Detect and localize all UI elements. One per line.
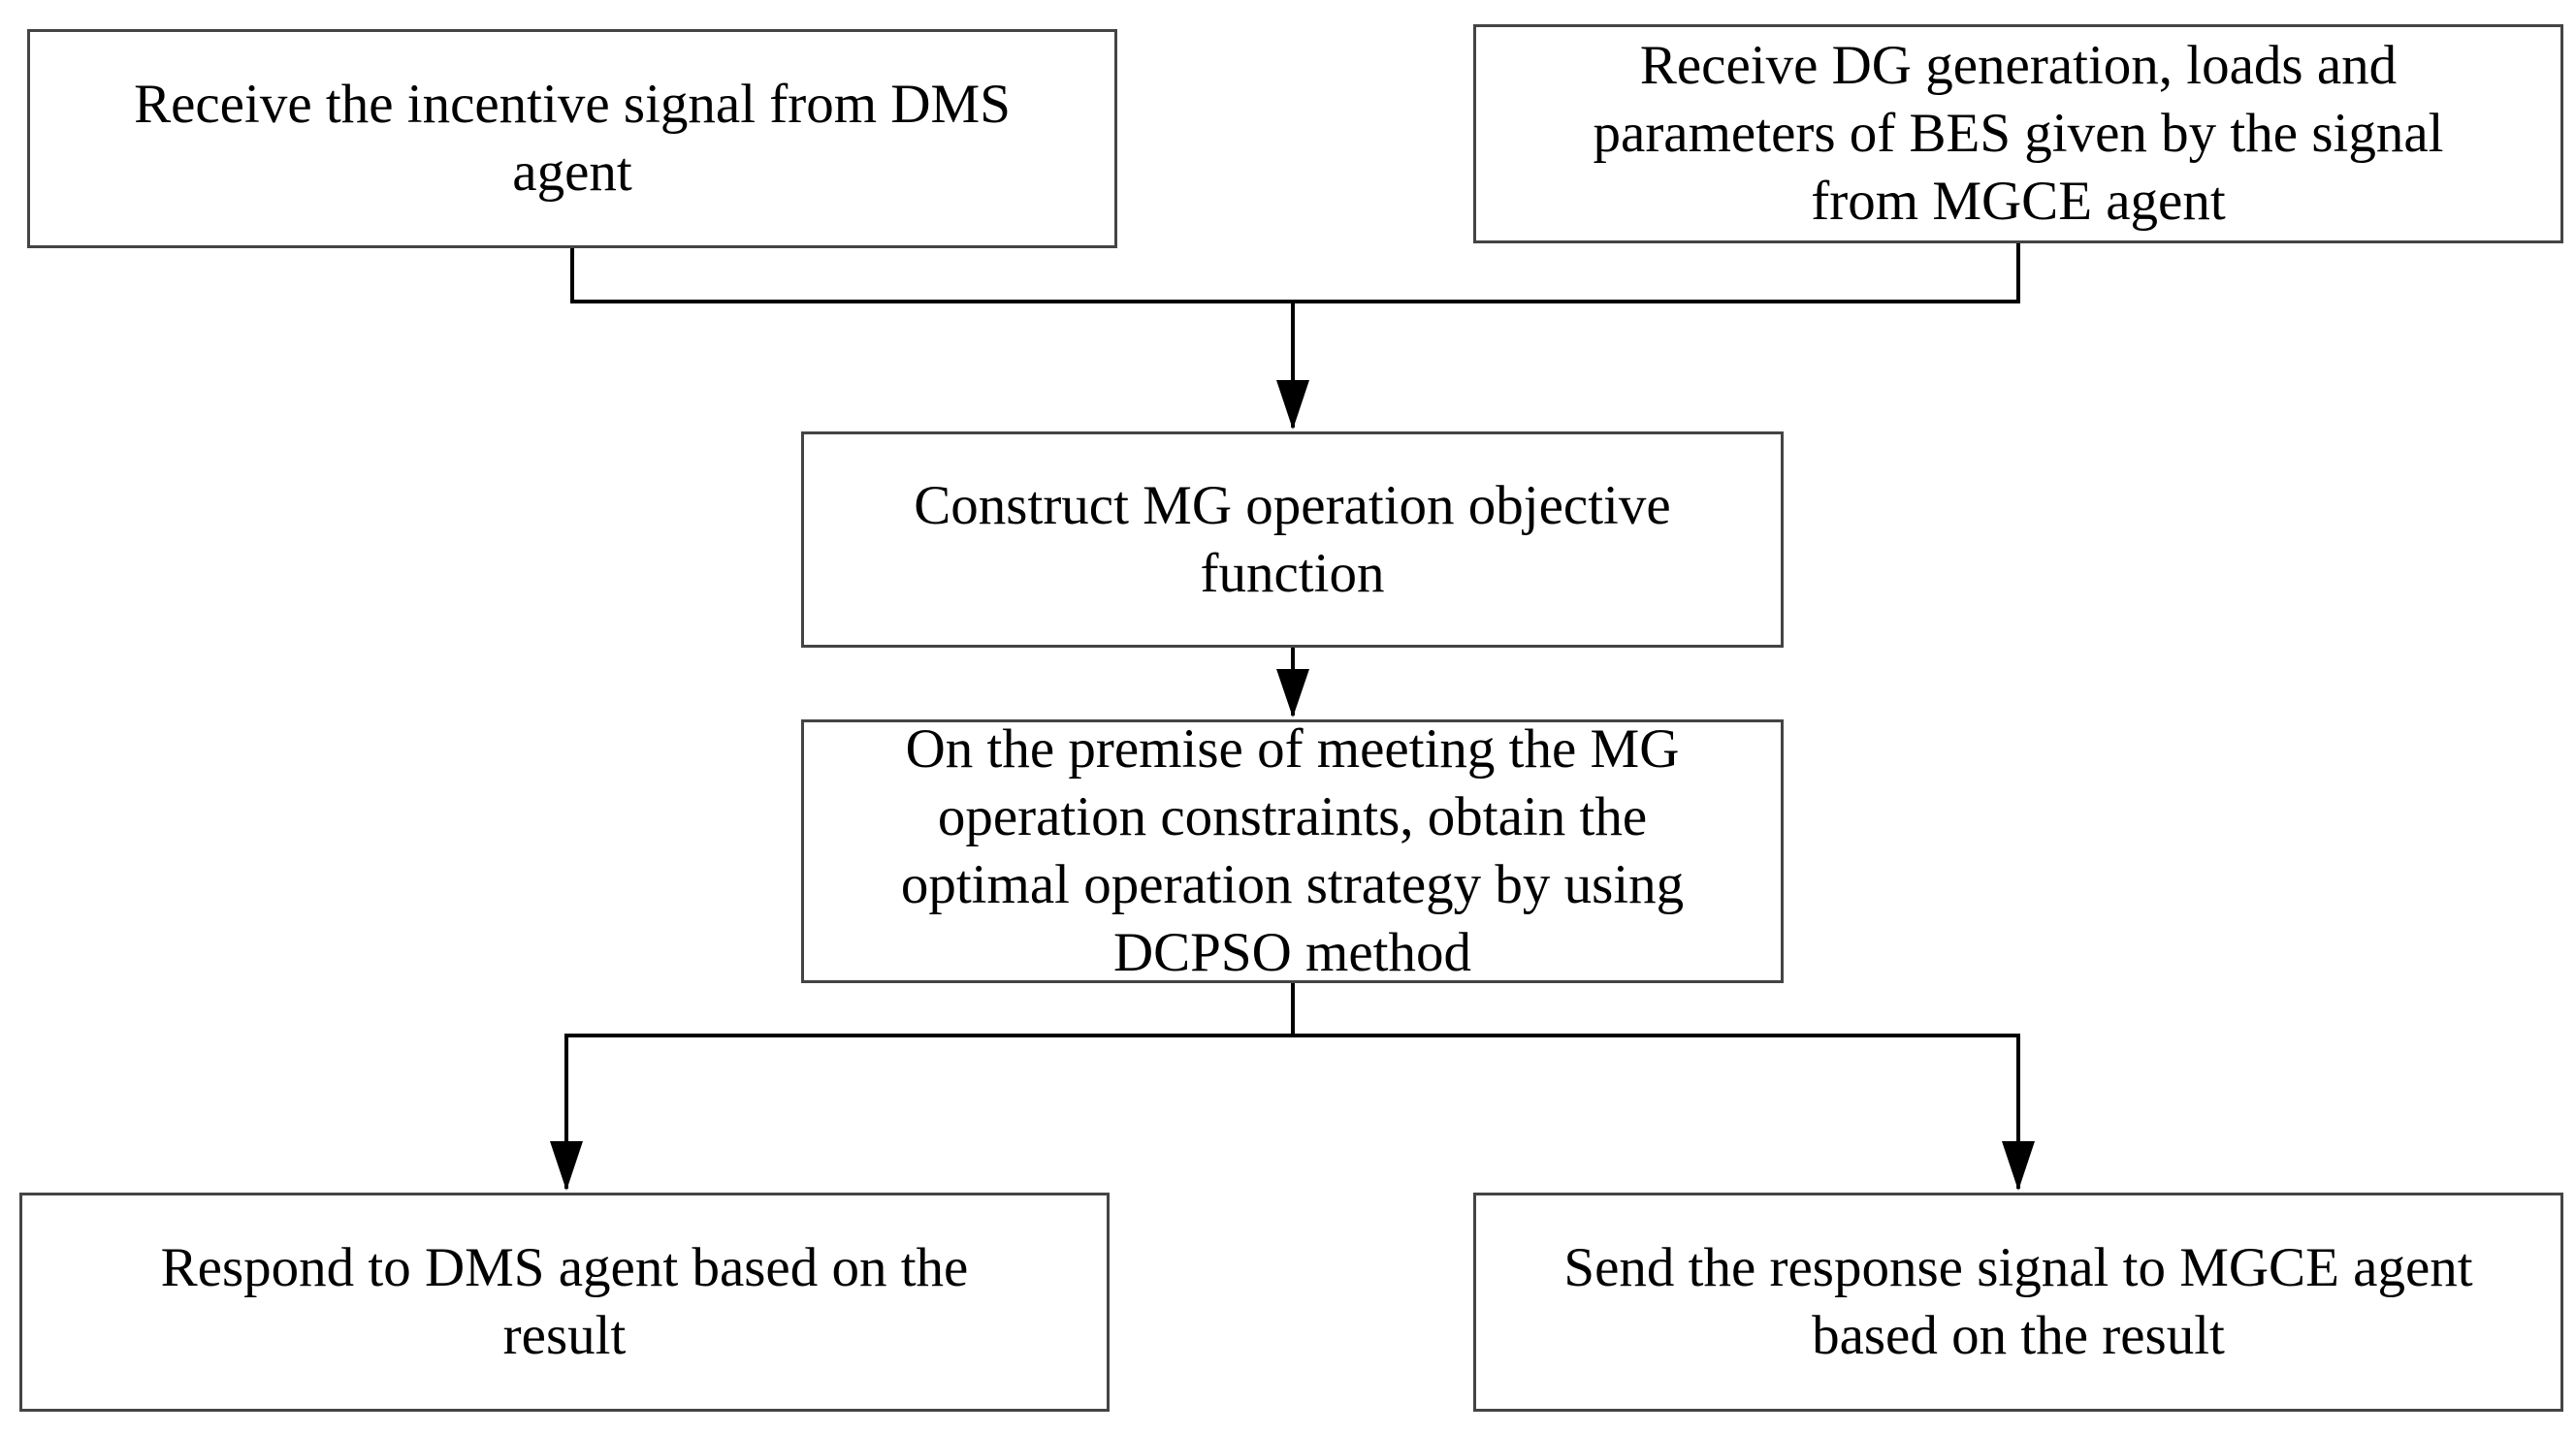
- node-receive-dg-generation: Receive DG generation, loads and paramet…: [1473, 24, 2563, 243]
- node-label: Construct MG operation objective functio…: [914, 474, 1671, 604]
- node-construct-objective: Construct MG operation objective functio…: [801, 431, 1784, 648]
- node-optimal-strategy: On the premise of meeting the MG operati…: [801, 718, 1784, 983]
- node-respond-to-dms: Respond to DMS agent based on the result: [19, 1193, 1110, 1412]
- arrowhead-to-send: [2002, 1141, 2035, 1191]
- node-label: Send the response signal to MGCE agent b…: [1563, 1237, 2473, 1366]
- node-send-to-mgce: Send the response signal to MGCE agent b…: [1473, 1193, 2563, 1412]
- node-label: Respond to DMS agent based on the result: [160, 1237, 969, 1366]
- arrowhead-to-strategy: [1276, 669, 1309, 717]
- arrowhead-to-objective: [1276, 380, 1309, 430]
- node-label: Receive DG generation, loads and paramet…: [1593, 35, 2444, 232]
- arrowhead-to-respond: [550, 1141, 583, 1191]
- node-receive-incentive-signal: Receive the incentive signal from DMS ag…: [27, 29, 1117, 248]
- node-label: On the premise of meeting the MG operati…: [900, 718, 1685, 983]
- node-label: Receive the incentive signal from DMS ag…: [134, 74, 1011, 203]
